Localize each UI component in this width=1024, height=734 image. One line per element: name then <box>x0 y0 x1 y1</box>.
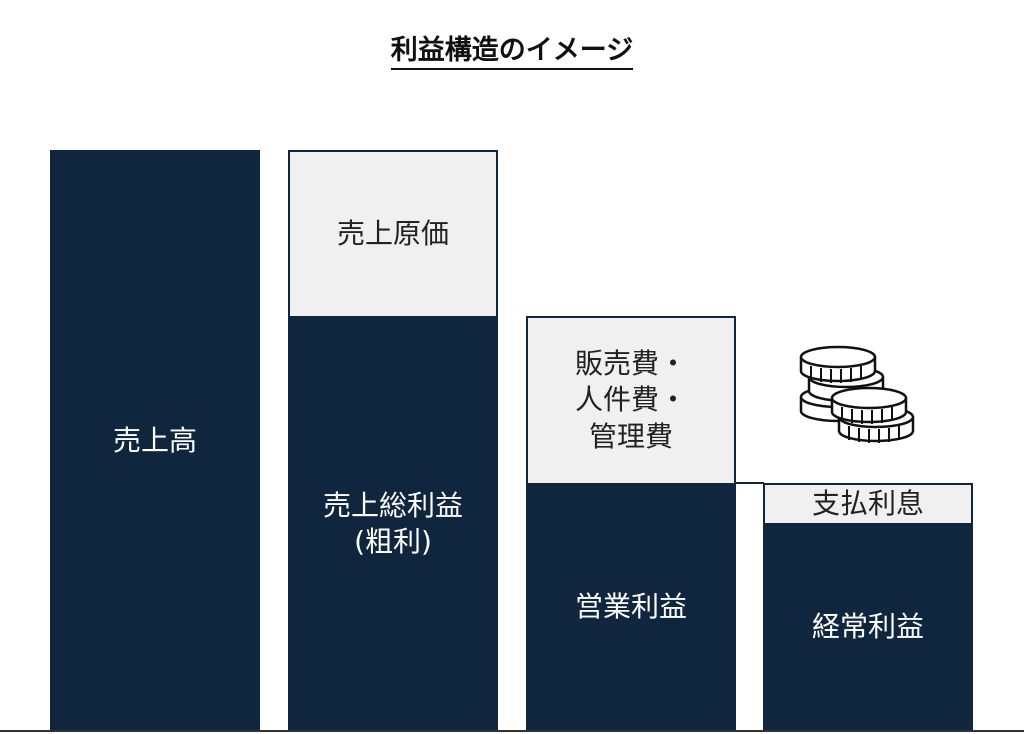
sales-bar: 売上高 <box>50 150 260 732</box>
baseline <box>0 730 1024 732</box>
cost-of-sales-box: 売上原価 <box>288 150 498 318</box>
gross-profit-bar: 売上総利益 (粗利) <box>288 316 498 732</box>
operating-profit-bar: 営業利益 <box>526 483 736 732</box>
sga-box: 販売費・ 人件費・ 管理費 <box>526 316 736 485</box>
ordinary-profit-bar: 経常利益 <box>763 523 973 732</box>
coins-icon <box>799 345 915 443</box>
interest-box: 支払利息 <box>763 483 973 525</box>
connector-line <box>736 482 764 484</box>
diagram-title: 利益構造のイメージ <box>0 28 1024 70</box>
